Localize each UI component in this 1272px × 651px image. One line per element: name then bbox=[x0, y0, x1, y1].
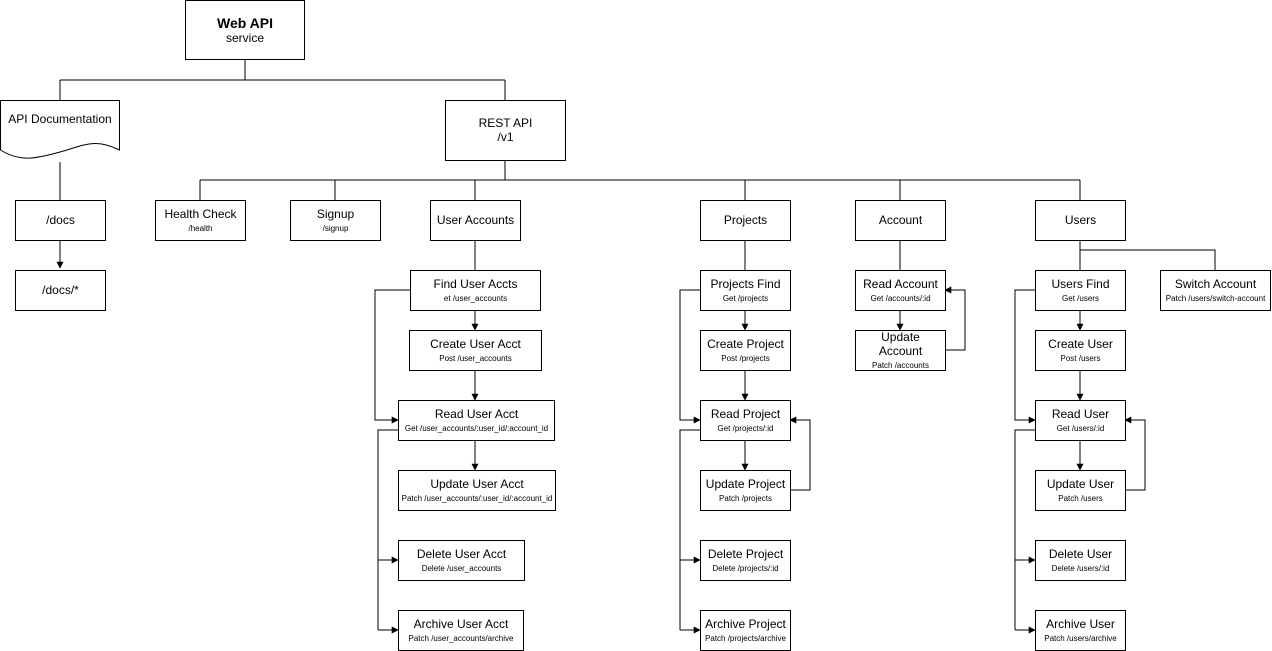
node-title: Delete User Acct bbox=[416, 546, 507, 561]
node-user-accounts: User Accounts bbox=[430, 200, 521, 241]
node-create-user: Create User Post /users bbox=[1035, 330, 1126, 371]
node-delete-project: Delete Project Delete /projects/:id bbox=[700, 540, 791, 581]
node-delete-user-acct: Delete User Acct Delete /user_accounts bbox=[398, 540, 525, 581]
node-title: Read User Acct bbox=[434, 406, 519, 421]
node-path: Patch /users bbox=[1058, 494, 1103, 504]
node-path: Patch /accounts bbox=[872, 360, 929, 370]
node-title: Health Check bbox=[164, 206, 237, 221]
node-title: Projects Find bbox=[710, 276, 781, 291]
node-title: User Accounts bbox=[436, 212, 515, 227]
node-path: Delete /projects/:id bbox=[712, 564, 779, 574]
node-title: Delete User bbox=[1048, 546, 1113, 561]
node-path: Get /projects/:id bbox=[717, 424, 774, 434]
node-signup: Signup /signup bbox=[290, 200, 381, 241]
node-find-user-accts: Find User Accts et /user_accounts bbox=[410, 270, 541, 311]
node-update-user-acct: Update User Acct Patch /user_accounts/:u… bbox=[398, 470, 556, 511]
node-docs-wildcard: /docs/* bbox=[15, 270, 106, 311]
node-title: Archive User Acct bbox=[413, 616, 509, 631]
node-path: Post /projects bbox=[721, 354, 770, 364]
node-title: Read Project bbox=[710, 406, 781, 421]
node-title: Account bbox=[878, 212, 923, 227]
node-title: /docs/* bbox=[42, 282, 79, 297]
node-subtitle: /v1 bbox=[497, 129, 514, 144]
node-projects-find: Projects Find Get /projects bbox=[700, 270, 791, 311]
document-shape-icon bbox=[0, 100, 120, 159]
node-title: Create User Acct bbox=[430, 336, 521, 351]
node-create-user-acct: Create User Acct Post /user_accounts bbox=[409, 330, 542, 371]
node-title: Read Account bbox=[863, 276, 938, 291]
node-update-user: Update User Patch /users bbox=[1035, 470, 1126, 511]
node-title: Delete Project bbox=[707, 546, 784, 561]
node-title: Update User bbox=[1046, 476, 1115, 491]
node-health-check: Health Check /health bbox=[155, 200, 246, 241]
node-path: Get /accounts/:id bbox=[870, 294, 931, 304]
node-title: Users bbox=[1064, 212, 1097, 227]
node-path: Post /user_accounts bbox=[439, 354, 512, 364]
node-title: /docs bbox=[46, 212, 75, 227]
node-path: Post /users bbox=[1060, 354, 1101, 364]
node-api-documentation: API Documentation bbox=[0, 100, 120, 162]
node-title: Read User bbox=[1051, 406, 1110, 421]
node-path: /signup bbox=[322, 224, 349, 234]
node-archive-project: Archive Project Patch /projects/archive bbox=[700, 610, 791, 651]
node-path: Patch /user_accounts/archive bbox=[408, 634, 514, 644]
node-path: Patch /user_accounts/:user_id/:account_i… bbox=[401, 494, 553, 504]
node-title: Create Project bbox=[707, 336, 784, 351]
node-path: Get /users/:id bbox=[1056, 424, 1105, 434]
node-read-project: Read Project Get /projects/:id bbox=[700, 400, 791, 441]
node-rest-api: REST API /v1 bbox=[445, 100, 566, 161]
node-title: Update Project bbox=[705, 476, 786, 491]
node-title: Archive User bbox=[1046, 616, 1115, 631]
node-users: Users bbox=[1035, 200, 1126, 241]
connector-root-to-children bbox=[59, 60, 506, 100]
node-path: Patch /projects/archive bbox=[705, 634, 786, 644]
node-path: Get /user_accounts/:user_id/:account_id bbox=[404, 424, 549, 434]
node-title: Projects bbox=[723, 212, 768, 227]
node-path: Get /users bbox=[1062, 294, 1099, 304]
node-archive-user-acct: Archive User Acct Patch /user_accounts/a… bbox=[398, 610, 524, 651]
connector-rest-bus bbox=[199, 160, 1081, 200]
node-account: Account bbox=[855, 200, 946, 241]
node-title: Create User bbox=[1048, 336, 1113, 351]
node-title: Web API bbox=[216, 14, 273, 31]
node-title-line1: Update bbox=[881, 330, 920, 345]
node-docs: /docs bbox=[15, 200, 106, 241]
node-path: Patch /users/archive bbox=[1044, 634, 1117, 644]
node-read-user: Read User Get /users/:id bbox=[1035, 400, 1126, 441]
node-archive-user: Archive User Patch /users/archive bbox=[1035, 610, 1126, 651]
node-path: Patch /users/switch-account bbox=[1165, 294, 1266, 304]
node-create-project: Create Project Post /projects bbox=[700, 330, 791, 371]
node-title: API Documentation bbox=[8, 112, 112, 126]
node-path: Delete /user_accounts bbox=[421, 564, 502, 574]
node-path: Patch /projects bbox=[719, 494, 772, 504]
node-title: Update User Acct bbox=[430, 476, 524, 491]
node-update-account: Update Account Patch /accounts bbox=[855, 330, 946, 371]
node-path: et /user_accounts bbox=[443, 294, 508, 304]
node-title: Users Find bbox=[1051, 276, 1110, 291]
node-switch-account: Switch Account Patch /users/switch-accou… bbox=[1160, 270, 1271, 311]
node-delete-user: Delete User Delete /users/:id bbox=[1035, 540, 1126, 581]
node-title: REST API bbox=[478, 115, 533, 130]
node-path: Delete /users/:id bbox=[1051, 564, 1110, 574]
node-title: Archive Project bbox=[705, 616, 786, 631]
node-read-account: Read Account Get /accounts/:id bbox=[855, 270, 946, 311]
node-title: Switch Account bbox=[1174, 276, 1257, 291]
node-path: Get /projects bbox=[722, 294, 769, 304]
node-subtitle: service bbox=[225, 30, 264, 45]
node-web-api-service: Web API service bbox=[185, 0, 305, 60]
node-projects: Projects bbox=[700, 200, 791, 241]
node-path: /health bbox=[188, 224, 213, 234]
node-update-project: Update Project Patch /projects bbox=[700, 470, 791, 511]
node-title-line2: Account bbox=[878, 343, 923, 358]
node-read-user-acct: Read User Acct Get /user_accounts/:user_… bbox=[398, 400, 555, 441]
node-users-find: Users Find Get /users bbox=[1035, 270, 1126, 311]
node-title: Find User Accts bbox=[433, 276, 518, 291]
node-title: Signup bbox=[316, 206, 355, 221]
